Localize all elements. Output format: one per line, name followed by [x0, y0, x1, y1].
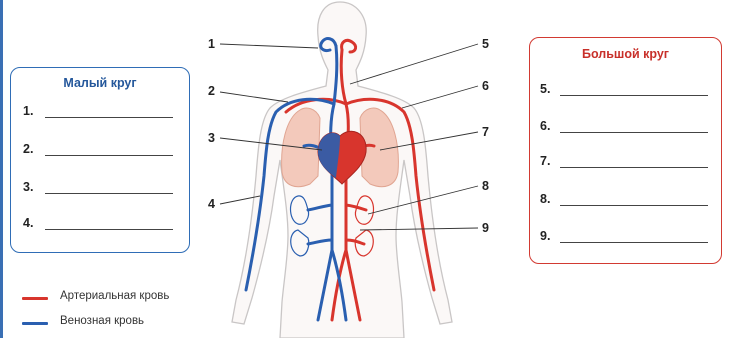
- answer-number: 8.: [540, 192, 550, 206]
- big-circle-row-8: 8.: [530, 192, 721, 212]
- small-circle-panel: Малый круг 1. 2. 3. 4.: [10, 67, 190, 253]
- answer-number: 3.: [23, 180, 33, 194]
- callout-5: 5: [482, 37, 489, 51]
- big-circle-row-6: 6.: [530, 119, 721, 139]
- big-circle-title: Большой круг: [530, 47, 721, 61]
- circulatory-system-illustration: [190, 0, 530, 338]
- legend-label: Артериальная кровь: [60, 290, 169, 302]
- small-circle-row-2: 2.: [11, 142, 189, 162]
- callout-9: 9: [482, 221, 489, 235]
- answer-number: 2.: [23, 142, 33, 156]
- small-circle-row-3: 3.: [11, 180, 189, 200]
- callout-4: 4: [208, 197, 215, 211]
- legend-label: Венозная кровь: [60, 315, 144, 327]
- callout-1: 1: [208, 37, 215, 51]
- answer-number: 5.: [540, 82, 550, 96]
- answer-line[interactable]: [560, 167, 708, 168]
- answer-line[interactable]: [45, 229, 173, 230]
- arterial-swatch: [22, 297, 48, 300]
- venous-swatch: [22, 322, 48, 325]
- answer-number: 9.: [540, 229, 550, 243]
- answer-line[interactable]: [45, 155, 173, 156]
- big-circle-row-9: 9.: [530, 229, 721, 249]
- big-circle-panel: Большой круг 5. 6. 7. 8. 9.: [529, 37, 722, 264]
- answer-number: 6.: [540, 119, 550, 133]
- answer-line[interactable]: [45, 117, 173, 118]
- answer-line[interactable]: [45, 193, 173, 194]
- answer-line[interactable]: [560, 95, 708, 96]
- callout-2: 2: [208, 84, 215, 98]
- small-circle-row-4: 4.: [11, 216, 189, 236]
- answer-line[interactable]: [560, 132, 708, 133]
- legend-item-venous: Венозная кровь: [22, 315, 202, 331]
- answer-line[interactable]: [560, 205, 708, 206]
- legend-item-arterial: Артериальная кровь: [22, 290, 202, 306]
- answer-number: 7.: [540, 154, 550, 168]
- answer-number: 4.: [23, 216, 33, 230]
- small-circle-title: Малый круг: [11, 76, 189, 90]
- big-circle-row-5: 5.: [530, 82, 721, 102]
- callout-8: 8: [482, 179, 489, 193]
- small-circle-row-1: 1.: [11, 104, 189, 124]
- big-circle-row-7: 7.: [530, 154, 721, 174]
- callout-7: 7: [482, 125, 489, 139]
- left-edge-strip: [0, 0, 3, 338]
- callout-3: 3: [208, 131, 215, 145]
- answer-number: 1.: [23, 104, 33, 118]
- answer-line[interactable]: [560, 242, 708, 243]
- callout-6: 6: [482, 79, 489, 93]
